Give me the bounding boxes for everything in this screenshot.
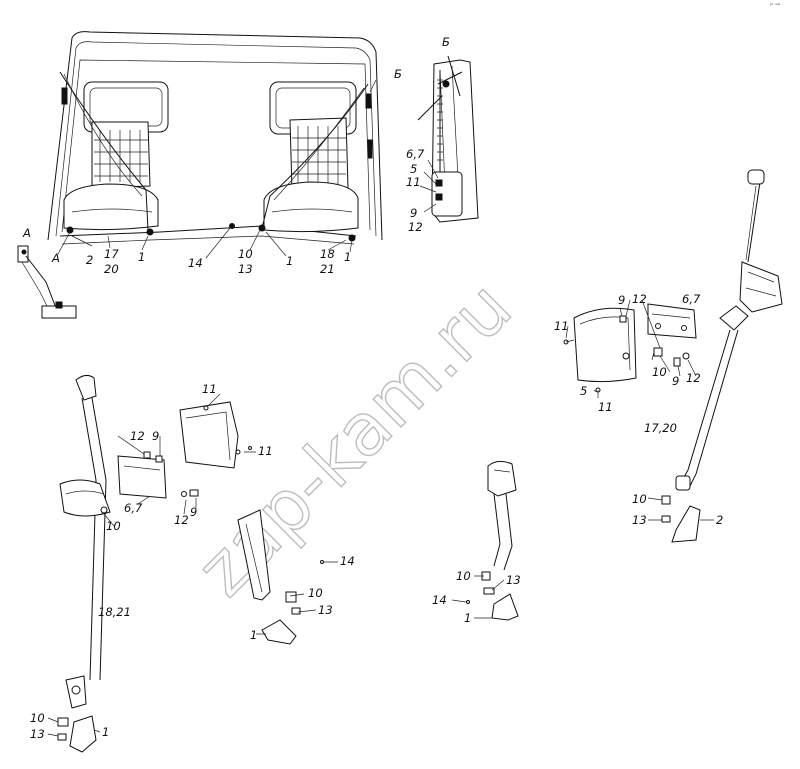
callout-14: 14 xyxy=(188,256,203,270)
callout-r-11a: 11 xyxy=(554,319,569,333)
callout-k-1: 1 xyxy=(464,611,471,625)
callout-20: 20 xyxy=(104,262,119,276)
callout-m-9b: 9 xyxy=(190,505,197,519)
callout-l-10: 10 xyxy=(106,519,121,533)
callout-b-67: 6,7 xyxy=(406,147,425,161)
callout-labels: А А Б Б 2 17 20 1 14 10 13 1 18 21 1 6,7… xyxy=(22,35,723,741)
callout-r-11b: 11 xyxy=(598,400,613,414)
callout-m-12b: 12 xyxy=(174,513,189,527)
callout-18: 18 xyxy=(320,247,335,261)
callout-m-11a: 11 xyxy=(202,382,217,396)
callout-r-9: 9 xyxy=(618,293,625,307)
callout-1a: 1 xyxy=(138,250,145,264)
callout-1c: 1 xyxy=(344,250,351,264)
callout-m-9: 9 xyxy=(152,429,159,443)
callout-c2-13: 13 xyxy=(318,603,333,617)
callout-m-11b: 11 xyxy=(258,444,273,458)
callout-r-9b: 9 xyxy=(672,374,679,388)
label-leaders xyxy=(47,299,714,737)
callout-m-67: 6,7 xyxy=(124,501,143,515)
callout-l-1: 1 xyxy=(102,725,109,739)
callout-r-10b: 10 xyxy=(632,492,647,506)
right-buckle-assembly xyxy=(466,460,519,621)
cab-overview xyxy=(47,31,383,259)
callout-k-13: 13 xyxy=(506,573,521,587)
callout-b-11: 11 xyxy=(406,175,421,189)
callout-r-67: 6,7 xyxy=(682,292,701,306)
callout-13: 13 xyxy=(238,262,253,276)
callout-l-13: 13 xyxy=(30,727,45,741)
callout-r-12b: 12 xyxy=(686,371,701,385)
callout-17: 17 xyxy=(104,247,119,261)
callout-k-14: 14 xyxy=(432,593,447,607)
callout-21: 21 xyxy=(320,262,335,276)
center-buckle-assembly xyxy=(237,509,324,645)
callout-10: 10 xyxy=(238,247,253,261)
callout-r-2: 2 xyxy=(716,513,723,527)
callout-l-10b: 10 xyxy=(30,711,45,725)
middle-exploded-assembly xyxy=(117,401,252,499)
callout-b-5: 5 xyxy=(410,162,417,176)
callout-r-10: 10 xyxy=(652,365,667,379)
callout-b-head: Б xyxy=(442,35,450,49)
callout-c2-1: 1 xyxy=(250,628,257,642)
callout-r-12: 12 xyxy=(632,292,647,306)
callout-r-13: 13 xyxy=(632,513,647,527)
callout-2: 2 xyxy=(86,253,93,267)
callout-r-1720: 17,20 xyxy=(644,421,677,435)
callout-r-5: 5 xyxy=(580,384,587,398)
callout-b-9: 9 xyxy=(410,206,417,220)
right-exploded-assembly xyxy=(563,169,783,543)
corner-mark: ᵖᵗ ʷʷ xyxy=(770,3,781,9)
callout-b-cab: Б xyxy=(394,67,402,81)
view-a-detail xyxy=(17,245,77,319)
callout-1b: 1 xyxy=(286,254,293,268)
callout-m-12: 12 xyxy=(130,429,145,443)
callout-a-top: А xyxy=(22,226,31,240)
callout-k-10: 10 xyxy=(456,569,471,583)
left-belt-assembly xyxy=(57,374,111,753)
callout-l-1821: 18,21 xyxy=(98,605,131,619)
callout-b-12: 12 xyxy=(408,220,423,234)
callout-c2-10: 10 xyxy=(308,586,323,600)
view-b-detail xyxy=(417,55,479,223)
callout-c2-14: 14 xyxy=(340,554,355,568)
callout-a-mid: А xyxy=(51,251,60,265)
